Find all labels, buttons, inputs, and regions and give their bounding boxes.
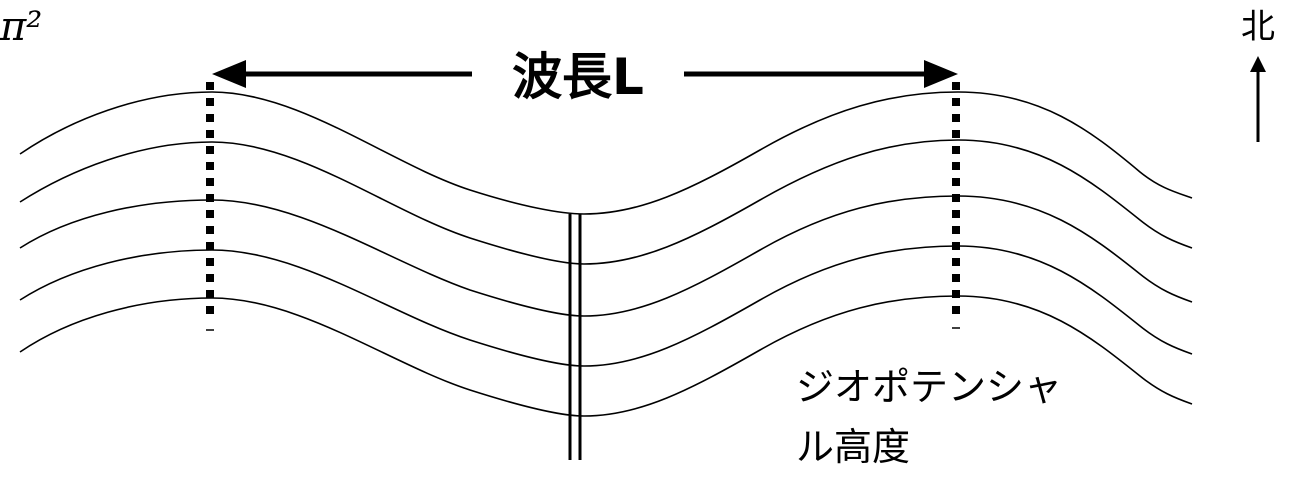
wavelength-arrow-icon [212, 60, 958, 88]
north-arrow-icon [1250, 56, 1266, 142]
wavelength-label: 波長L [512, 48, 644, 106]
contour-line-3 [19, 195, 1193, 317]
geopotential-contours [19, 91, 1193, 417]
formula-fragment: π² [0, 4, 42, 50]
wavelength-arrow-right-head [924, 60, 958, 88]
north-arrow-head [1250, 56, 1266, 72]
geopotential-label-line1: ジオポテンシャ [796, 365, 1062, 409]
contour-line-4 [19, 245, 1193, 367]
contour-line-1 [19, 91, 1193, 215]
north-label: 北 [1241, 7, 1275, 47]
wavelength-arrow-left-head [212, 60, 246, 88]
contour-line-5 [19, 295, 1193, 417]
contour-line-2 [19, 139, 1193, 265]
geopotential-label-line2: ル高度 [796, 425, 910, 469]
